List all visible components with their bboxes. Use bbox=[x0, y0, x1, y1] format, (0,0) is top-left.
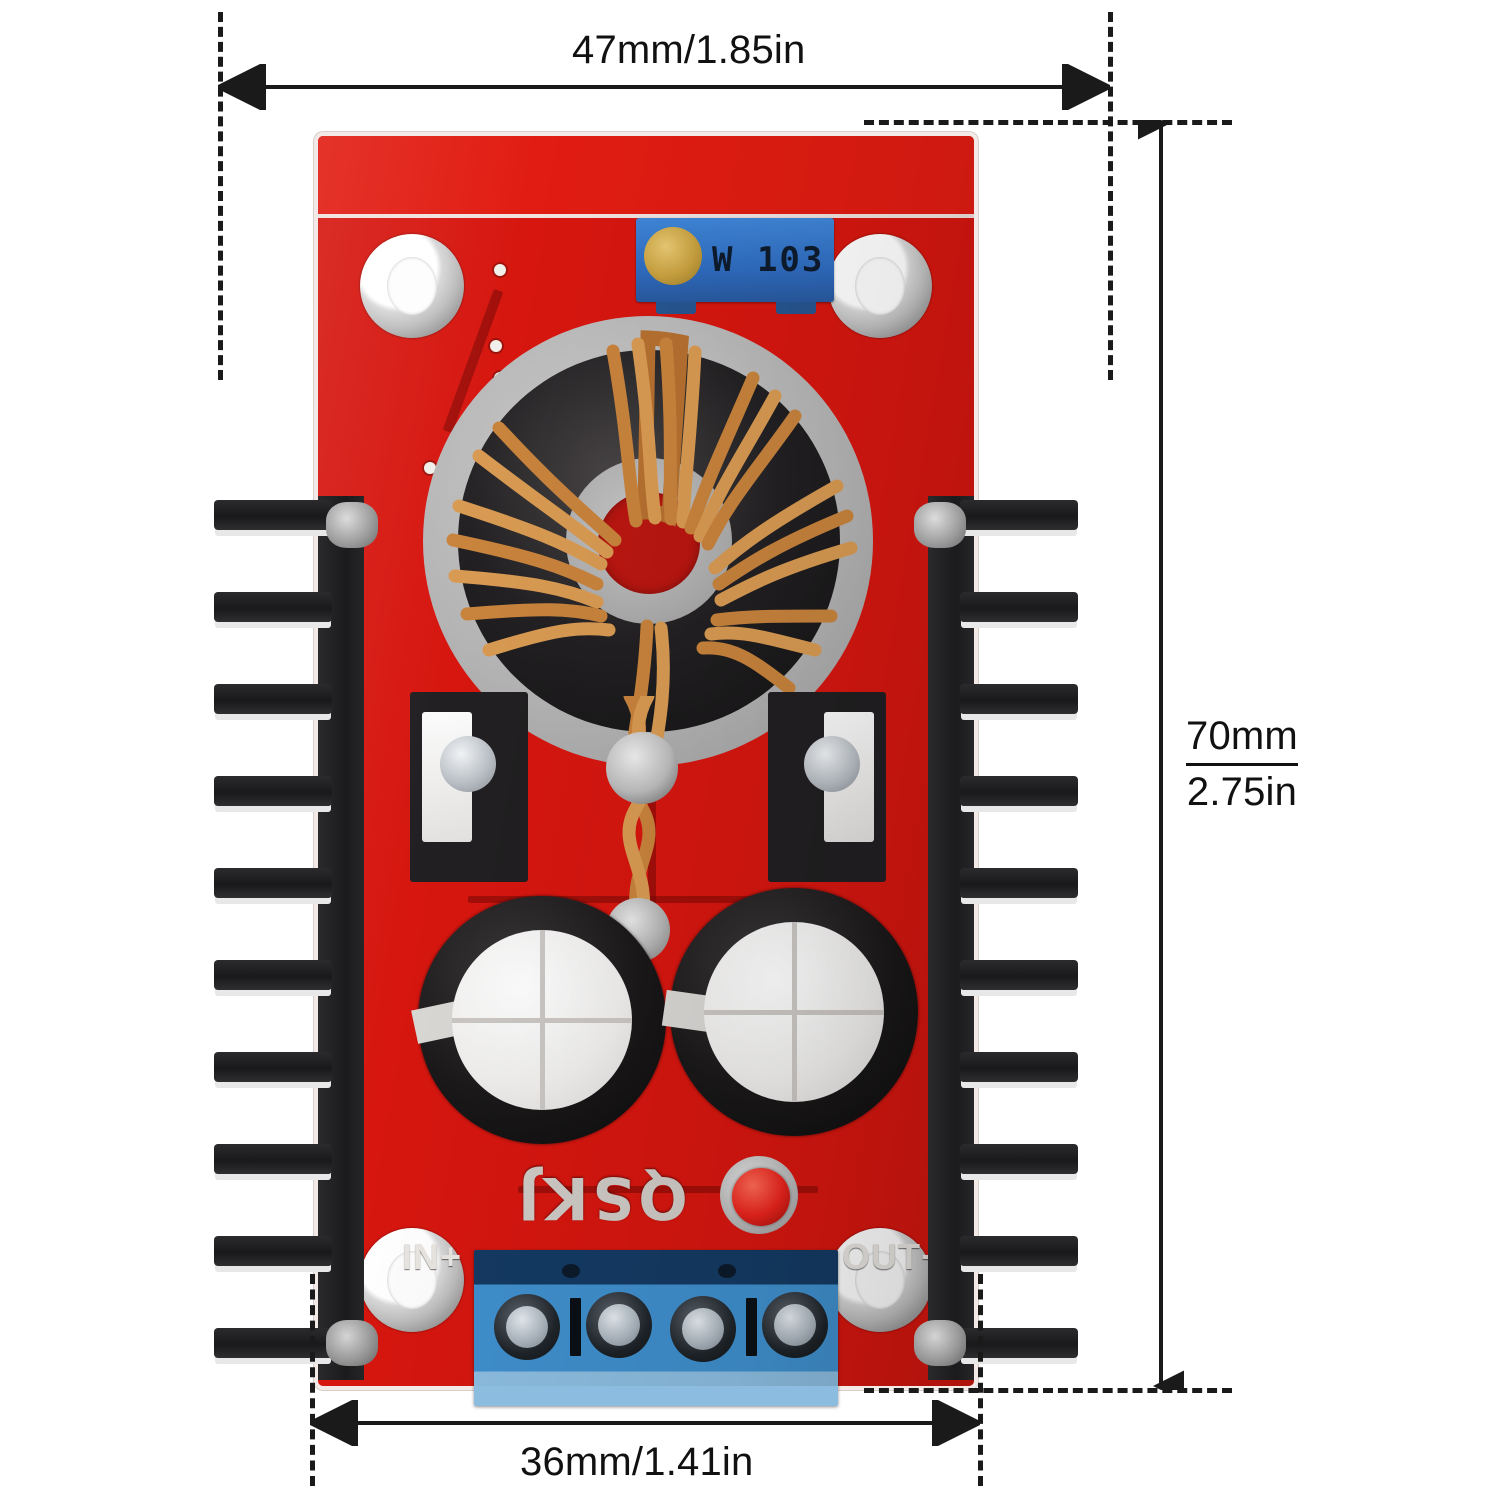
extension-line-right-bottom bbox=[864, 1388, 1232, 1393]
heatsink-fin bbox=[214, 500, 332, 530]
dimension-arrow-bottom bbox=[306, 1397, 984, 1449]
terminal-block-hole bbox=[562, 1264, 580, 1278]
heatsink-fin bbox=[960, 776, 1078, 806]
power-led bbox=[732, 1168, 790, 1226]
inductor-windings bbox=[423, 316, 873, 766]
screw-terminal-block[interactable] bbox=[474, 1250, 838, 1406]
heatsink-fin bbox=[960, 684, 1078, 714]
heatsink-fin bbox=[214, 1328, 332, 1358]
screw-head bbox=[598, 1304, 640, 1346]
pcb-board: W 103 bbox=[214, 136, 1078, 1406]
heatsink-fin bbox=[214, 684, 332, 714]
extension-line-top-right bbox=[1108, 12, 1113, 380]
capacitor-vent bbox=[792, 922, 797, 1102]
dimension-label-top: 47mm/1.85in bbox=[572, 28, 806, 72]
heatsink-fin bbox=[214, 776, 332, 806]
board-gloss-overlay bbox=[318, 136, 974, 1386]
heatsink-fin bbox=[960, 1236, 1078, 1266]
pcb-trace bbox=[518, 1186, 818, 1193]
heatsink-fin bbox=[214, 1144, 332, 1174]
output-terminal-label: OUT+ bbox=[842, 1236, 943, 1278]
transistor-screw-right bbox=[804, 736, 860, 792]
heatsink-solder-joint bbox=[326, 1320, 378, 1366]
terminal-screw-2[interactable] bbox=[586, 1292, 652, 1358]
heatsink-solder-joint bbox=[914, 1320, 966, 1366]
heatsink-fin bbox=[214, 868, 332, 898]
mounting-hole-bottom-left bbox=[360, 1228, 464, 1332]
capacitor-vent bbox=[540, 930, 545, 1110]
terminal-divider bbox=[570, 1298, 581, 1356]
heatsink-fin bbox=[960, 960, 1078, 990]
heatsink-right bbox=[914, 496, 1078, 1380]
trimmer-foot bbox=[776, 302, 816, 314]
pcb-via bbox=[490, 340, 502, 352]
extension-line-right-top bbox=[864, 120, 1232, 125]
mounting-hole-top-left bbox=[360, 234, 464, 338]
terminal-screw-1[interactable] bbox=[494, 1294, 560, 1360]
terminal-screw-3[interactable] bbox=[670, 1296, 736, 1362]
heatsink-solder-joint bbox=[326, 502, 378, 548]
dimension-label-right-mm: 70mm bbox=[1186, 714, 1298, 766]
capacitor-right bbox=[661, 888, 918, 1136]
capacitor-left bbox=[411, 896, 666, 1144]
heatsink-spine bbox=[318, 496, 364, 1380]
dimension-label-right: 70mm 2.75in bbox=[1186, 714, 1298, 815]
heatsink-spine bbox=[928, 496, 974, 1380]
heatsink-fin bbox=[960, 1144, 1078, 1174]
pcb-top-tab bbox=[318, 136, 974, 218]
terminal-screw-4[interactable] bbox=[762, 1292, 828, 1358]
heatsink-fin bbox=[960, 592, 1078, 622]
trimmer-marking: W 103 bbox=[712, 240, 824, 280]
heatsink-left bbox=[214, 496, 378, 1380]
dimension-arrow-top bbox=[214, 61, 1114, 113]
screw-head bbox=[774, 1304, 816, 1346]
screw-head bbox=[506, 1306, 548, 1348]
mounting-hole-top-right bbox=[828, 234, 932, 338]
mounting-hole-bottom-right bbox=[828, 1228, 932, 1332]
dimension-label-right-in: 2.75in bbox=[1186, 769, 1298, 814]
heatsink-fin bbox=[214, 1236, 332, 1266]
heatsink-fin bbox=[214, 1052, 332, 1082]
extension-line-top-left bbox=[218, 12, 223, 380]
pcb-via bbox=[494, 264, 506, 276]
heatsink-fin bbox=[214, 960, 332, 990]
transistor-screw-left bbox=[440, 736, 496, 792]
dimension-label-bottom: 36mm/1.41in bbox=[520, 1440, 754, 1484]
heatsink-fin bbox=[960, 868, 1078, 898]
center-solder-eyelet bbox=[606, 732, 678, 804]
terminal-divider bbox=[746, 1298, 757, 1356]
trimmer-foot bbox=[656, 302, 696, 314]
screw-head bbox=[682, 1308, 724, 1350]
trimmer-potentiometer[interactable]: W 103 bbox=[636, 218, 834, 314]
heatsink-fin bbox=[214, 592, 332, 622]
dimension-arrow-right bbox=[1117, 98, 1205, 1412]
terminal-block-hole bbox=[718, 1264, 736, 1278]
trimmer-adjust-screw[interactable] bbox=[644, 227, 702, 285]
heatsink-fin bbox=[960, 1328, 1078, 1358]
heatsink-solder-joint bbox=[914, 502, 966, 548]
heatsink-fin bbox=[960, 1052, 1078, 1082]
input-terminal-label: IN+ bbox=[402, 1236, 462, 1278]
heatsink-fin bbox=[960, 500, 1078, 530]
